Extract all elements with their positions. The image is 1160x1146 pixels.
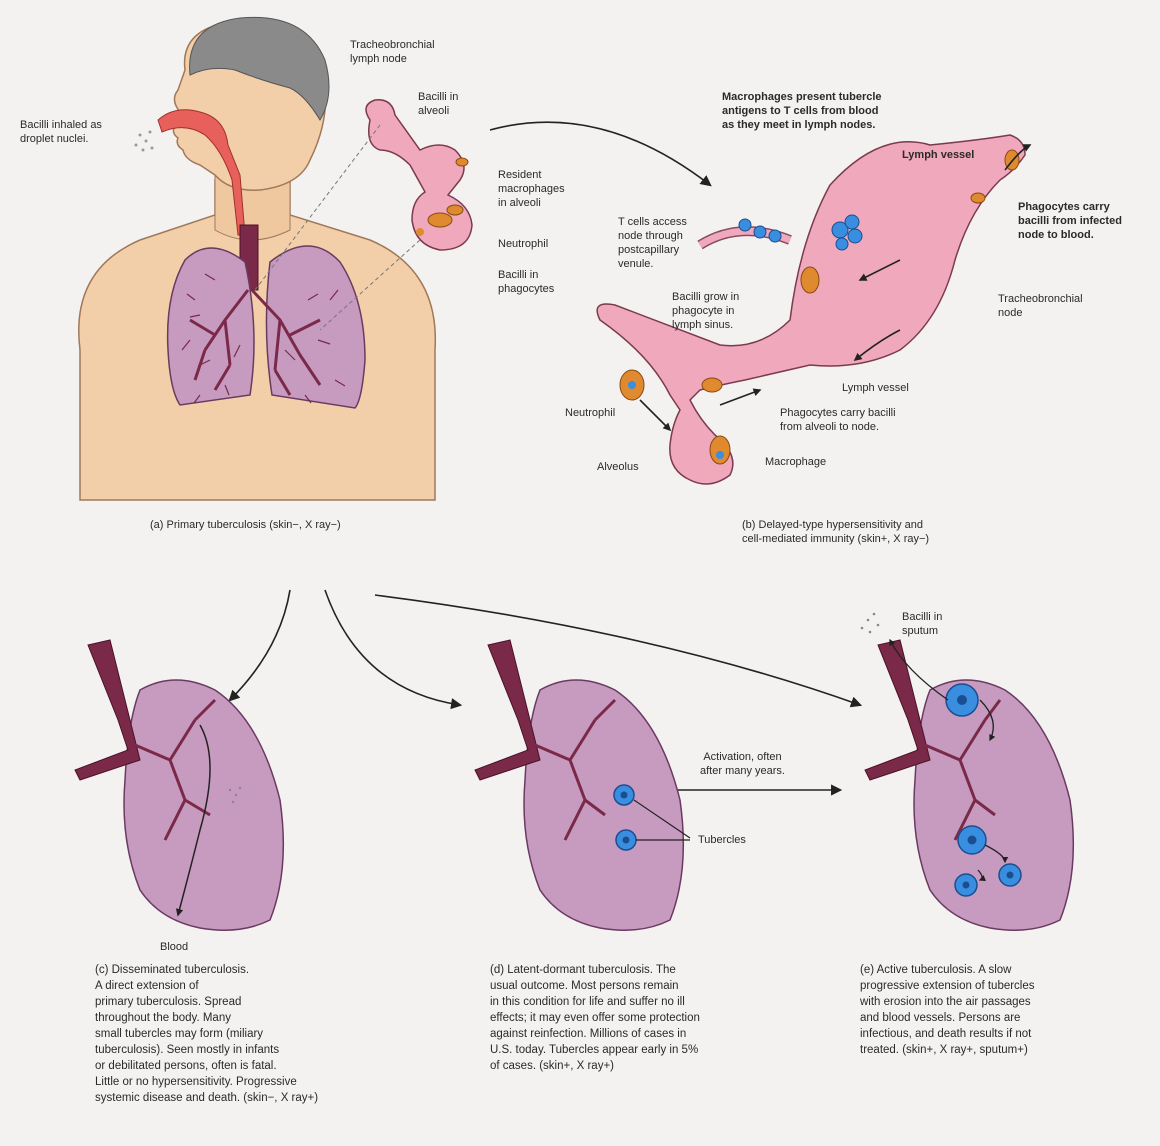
label-alveolus: Alveolus xyxy=(597,460,639,474)
panel-e-lung xyxy=(861,613,1074,931)
label-tubercles: Tubercles xyxy=(698,833,746,847)
label-sputum: Bacilli in sputum xyxy=(902,610,942,638)
label-bacilli-phagocytes: Bacilli in phagocytes xyxy=(498,268,554,296)
left-lung xyxy=(168,248,254,405)
label-neutrophil-a: Neutrophil xyxy=(498,237,548,251)
label-blood: Blood xyxy=(160,940,188,954)
caption-c: (c) Disseminated tuberculosis. A direct … xyxy=(95,962,318,1106)
label-lymph-vessel-bottom: Lymph vessel xyxy=(842,381,909,395)
caption-e: (e) Active tuberculosis. A slow progress… xyxy=(860,962,1035,1058)
droplet-nuclei xyxy=(135,131,154,152)
label-phagocytes-carry: Phagocytes carry bacilli from alveoli to… xyxy=(780,406,896,434)
label-phagocytes-blood: Phagocytes carry bacilli from infected n… xyxy=(1018,200,1122,242)
caption-d: (d) Latent-dormant tuberculosis. The usu… xyxy=(490,962,700,1074)
label-macrophage: Macrophage xyxy=(765,455,826,469)
label-inhaled: Bacilli inhaled as droplet nuclei. xyxy=(20,118,102,146)
label-bacilli-alveoli: Bacilli in alveoli xyxy=(418,90,458,118)
label-neutrophil-b: Neutrophil xyxy=(565,406,615,420)
panel-a-figure xyxy=(79,17,436,500)
panel-c-lung xyxy=(75,640,283,930)
label-activation: Activation, often after many years. xyxy=(700,750,785,778)
label-lymph-vessel-top: Lymph vessel xyxy=(902,148,974,162)
caption-b: (b) Delayed-type hypersensitivity and ce… xyxy=(742,518,929,546)
label-bacilli-grow: Bacilli grow in phagocyte in lymph sinus… xyxy=(672,290,739,332)
caption-a: (a) Primary tuberculosis (skin−, X ray−) xyxy=(150,518,341,532)
label-resident-macrophages: Resident macrophages in alveoli xyxy=(498,168,565,210)
label-macrophages-present: Macrophages present tubercle antigens to… xyxy=(722,90,882,132)
label-t-cells: T cells access node through postcapillar… xyxy=(618,215,687,271)
label-lymph-node: Tracheobronchial lymph node xyxy=(350,38,435,66)
panel-d-lung xyxy=(475,640,690,930)
label-tracheobronchial-node: Tracheobronchial node xyxy=(998,292,1083,320)
